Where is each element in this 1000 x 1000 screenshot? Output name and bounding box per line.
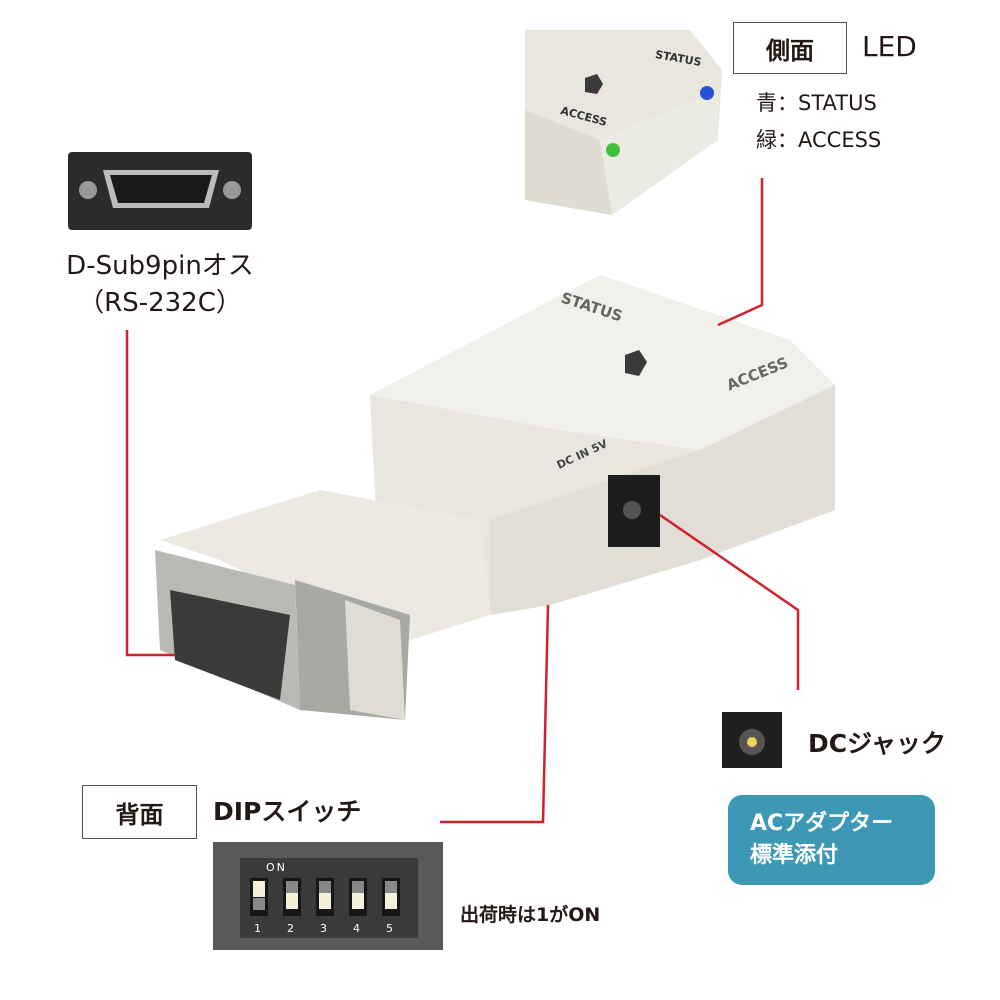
badge-line-1: ACアダプター <box>750 811 894 836</box>
dip-switch-knob <box>286 893 298 909</box>
dip-switch-number: 2 <box>287 922 294 935</box>
leader-lines <box>125 178 800 824</box>
dip-switch-track <box>385 881 397 893</box>
dip-switch-5[interactable] <box>382 878 400 916</box>
dsub-photo <box>68 152 252 230</box>
blue-led-icon <box>700 86 714 100</box>
dip-switch-knob <box>253 881 265 897</box>
dc-jack-photo <box>722 712 782 768</box>
dip-title: DIPスイッチ <box>213 797 362 826</box>
green-led-icon <box>606 143 620 157</box>
dip-switch-knob <box>319 893 331 909</box>
led-title: LED <box>862 30 917 63</box>
dsub-subtitle: （RS-232C） <box>78 288 242 318</box>
dip-switch-3[interactable] <box>316 878 334 916</box>
dip-switch-knob <box>385 893 397 909</box>
back-box-label: 背面 <box>82 785 197 839</box>
dip-switch-track <box>352 881 364 893</box>
dsub-title: D-Sub9pinオス <box>66 251 254 281</box>
dip-switch-track <box>286 881 298 893</box>
dip-on-label: ON <box>266 861 287 874</box>
dip-switch-number: 3 <box>320 922 327 935</box>
device-photo <box>155 275 835 720</box>
dip-switch-knob <box>352 893 364 909</box>
dip-note: 出荷時は1がON <box>460 904 601 926</box>
dip-switch-number: 4 <box>353 922 360 935</box>
ac-adapter-badge: ACアダプター 標準添付 <box>728 795 935 885</box>
led-status-line: 青：STATUS <box>756 91 877 115</box>
side-box-label: 側面 <box>733 22 847 74</box>
led-side-photo <box>525 30 722 215</box>
dip-switch-4[interactable] <box>349 878 367 916</box>
badge-line-2: 標準添付 <box>750 843 839 868</box>
led-access-line: 緑：ACCESS <box>756 128 882 152</box>
dip-switch-1[interactable] <box>250 878 268 916</box>
dip-switch-2[interactable] <box>283 878 301 916</box>
dip-switch-number: 1 <box>254 922 261 935</box>
dip-switch-track <box>319 881 331 893</box>
dip-switches: 1 2 3 4 5 <box>250 878 410 938</box>
dip-switch-number: 5 <box>386 922 393 935</box>
dc-jack-label: DCジャック <box>808 729 946 758</box>
dip-switch-track <box>253 898 265 910</box>
